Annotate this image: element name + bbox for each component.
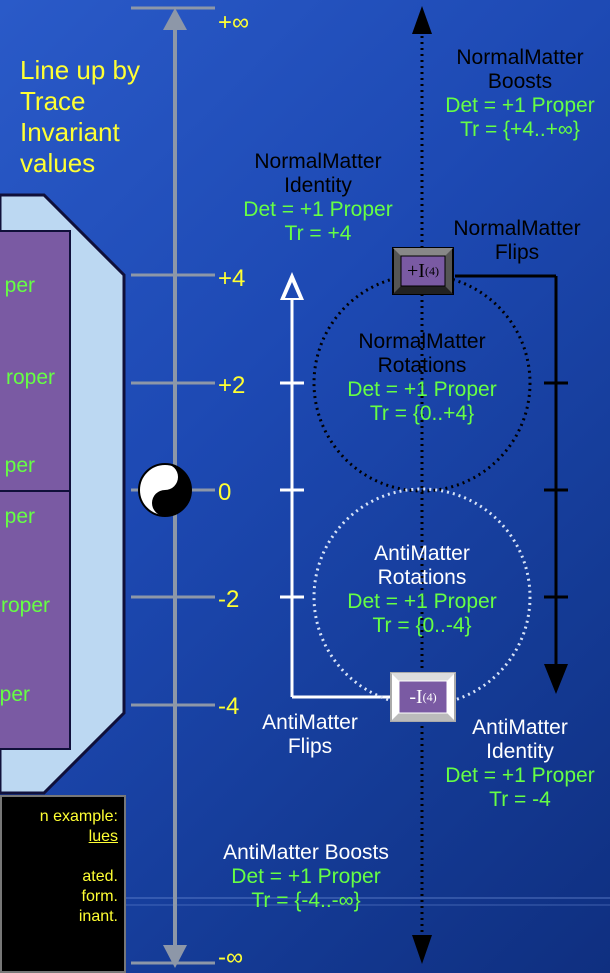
label-title: AntiMatter xyxy=(374,542,470,565)
normal-flips-label: NormalMatter Flips xyxy=(437,217,597,265)
note-line: form. xyxy=(81,888,118,905)
matrix-subscript: (4) xyxy=(424,263,439,278)
anti-identity-label: AntiMatter Identity Det = +1 Proper Tr =… xyxy=(432,716,608,812)
label-title: Identity xyxy=(284,174,352,197)
label-tr: Tr = +4 xyxy=(284,222,352,245)
label-title: Flips xyxy=(287,735,333,758)
label-det: Det = +1 Proper xyxy=(243,198,393,221)
axis-label-plus-4: +4 xyxy=(218,265,246,292)
note-line: n example: xyxy=(39,808,118,825)
title-line: Invariant xyxy=(20,117,120,147)
label-tr: Tr = {0..+4} xyxy=(369,402,475,425)
trace-axis-bottom-arrow xyxy=(163,945,187,968)
label-title: NormalMatter xyxy=(358,330,486,353)
axis-label-plus-2: +2 xyxy=(218,372,246,399)
label-det: Det = +1 Proper xyxy=(347,590,497,613)
axis-label-plus-infinity: +∞ xyxy=(218,9,250,36)
normal-identity-matrix: +I(4) xyxy=(401,256,445,286)
matrix-symbol: +I xyxy=(407,259,425,282)
example-note-box: n example: lues ated. form. inant. xyxy=(0,795,126,973)
anti-flips-path xyxy=(280,300,395,699)
anti-boosts-label: AntiMatter Boosts Det = +1 Proper Tr = {… xyxy=(196,841,416,913)
normal-identity-label: NormalMatter Identity Det = +1 Proper Tr… xyxy=(226,150,410,246)
note-line: ated. xyxy=(82,868,118,885)
label-title: NormalMatter xyxy=(456,46,584,69)
label-title: AntiMatter xyxy=(472,716,568,739)
label-title: NormalMatter xyxy=(254,150,382,173)
label-tr: Tr = {-4..-∞} xyxy=(251,889,361,912)
anti-flips-label: AntiMatter Flips xyxy=(250,711,370,759)
label-title: Flips xyxy=(494,241,540,264)
left-panel-lower xyxy=(0,490,71,750)
diagram-title: Line up by Trace Invariant values xyxy=(20,55,140,179)
left-panel-label: per xyxy=(4,505,35,528)
label-det: Det = +1 Proper xyxy=(231,865,381,888)
label-title: Rotations xyxy=(377,354,467,377)
label-det: Det = +1 Proper xyxy=(347,378,497,401)
left-panel-label: per xyxy=(4,274,35,297)
label-title: AntiMatter xyxy=(262,711,358,734)
normal-rotations-circle xyxy=(312,273,532,493)
normal-boosts-label: NormalMatter Boosts Det = +1 Proper Tr =… xyxy=(435,46,605,142)
label-title: AntiMatter Boosts xyxy=(223,841,389,864)
axis-label-minus-4: -4 xyxy=(218,693,240,720)
anti-identity-matrix: -I(4) xyxy=(399,681,447,713)
title-line: Trace xyxy=(20,86,86,116)
yin-yang-icon xyxy=(138,463,192,517)
normal-flips-arrowhead xyxy=(544,664,568,694)
normal-identity-box xyxy=(392,247,454,295)
matrix-symbol: -I xyxy=(409,685,423,708)
label-tr: Tr = -4 xyxy=(489,788,551,811)
title-line: values xyxy=(20,148,96,178)
boost-axis-top-arrow xyxy=(412,6,432,34)
axis-label-minus-infinity: -∞ xyxy=(218,944,244,971)
anti-rotations-label: AntiMatter Rotations Det = +1 Proper Tr … xyxy=(332,542,512,638)
label-title: Identity xyxy=(486,740,554,763)
left-panel-label: roper xyxy=(0,594,50,617)
left-panel-label: roper xyxy=(5,366,55,389)
axis-label-zero: 0 xyxy=(218,479,232,506)
normal-flips-path xyxy=(455,274,568,670)
label-title: Rotations xyxy=(377,566,467,589)
axis-ticks xyxy=(131,6,215,965)
left-panel-label: per xyxy=(4,454,35,477)
anti-identity-box xyxy=(390,672,456,722)
left-panel-upper xyxy=(0,230,71,492)
title-line: Line up by xyxy=(20,55,140,85)
label-tr: Tr = {0..-4} xyxy=(372,614,472,637)
left-panel-label: per xyxy=(0,683,30,706)
trace-axis-top-arrow xyxy=(163,8,187,30)
note-line: inant. xyxy=(78,908,118,925)
label-title: NormalMatter xyxy=(453,217,581,240)
label-det: Det = +1 Proper xyxy=(445,94,595,117)
note-line: lues xyxy=(88,828,118,845)
label-det: Det = +1 Proper xyxy=(445,764,595,787)
matrix-subscript: (4) xyxy=(422,689,437,704)
label-tr: Tr = {+4..+∞} xyxy=(460,118,580,141)
label-title: Boosts xyxy=(487,70,553,93)
axis-label-minus-2: -2 xyxy=(218,586,240,613)
boost-axis-bottom-arrow xyxy=(412,935,432,964)
normal-rotations-label: NormalMatter Rotations Det = +1 Proper T… xyxy=(332,330,512,426)
